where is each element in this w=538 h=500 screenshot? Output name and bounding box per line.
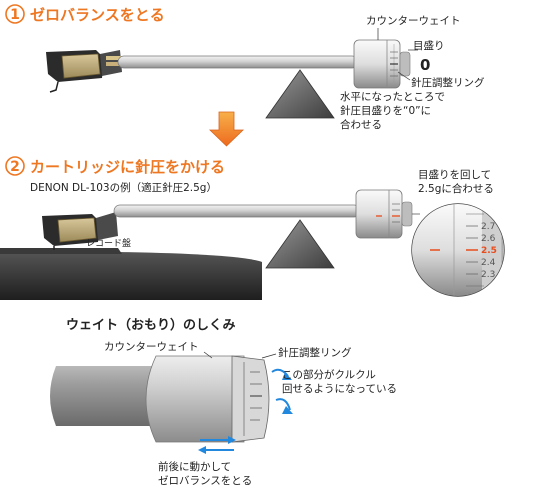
- move-arrows-icon: [198, 436, 236, 454]
- step1-pivot: [265, 69, 335, 119]
- section3-move-line2: ゼロバランスをとる: [158, 475, 252, 487]
- transition-arrow: [209, 111, 244, 147]
- scale-tick-25: 2.5: [481, 246, 497, 256]
- step2-note-line1: 目盛りを回して: [418, 168, 491, 181]
- step2-counterweight: [355, 189, 413, 239]
- scale-tick-27: 2.7: [481, 222, 495, 232]
- step2-note-line2: 2.5gに合わせる: [418, 182, 494, 195]
- scale-tick-26: 2.6: [481, 234, 496, 244]
- closeup-adjust-ring: [231, 355, 270, 443]
- step1-note-line1: 水平になったところで: [340, 91, 445, 103]
- section3-title: ウェイト（おもり）のしくみ: [66, 317, 236, 333]
- step1-ring-label: 針圧調整リング: [411, 76, 485, 89]
- section3-rotate-line1: この部分がクルクル: [282, 368, 376, 381]
- rotate-arrows-icon: [271, 368, 293, 414]
- step1-number-badge: [5, 4, 25, 24]
- step2-pivot: [265, 219, 335, 269]
- record-label: レコード盤: [86, 237, 131, 249]
- step1-counterweight-label: カウンターウェイト: [366, 15, 461, 27]
- step2-number: 2: [10, 159, 20, 175]
- step1-note-line3: 合わせる: [340, 118, 382, 131]
- scale-tick-23: 2.3: [481, 270, 495, 280]
- record-disc: [0, 252, 262, 300]
- step1-header: 1 ゼロバランスをとる: [5, 4, 165, 24]
- step2-tonearm: [0, 189, 505, 300]
- step1-title: ゼロバランスをとる: [30, 6, 165, 24]
- step1-note-line2: 針圧目盛りを“0”に: [340, 104, 431, 117]
- section3-counterweight-label: カウンターウェイト: [104, 341, 199, 353]
- step2-header: 2 カートリッジに針圧をかける DENON DL-103の例（適正針圧2.5g）: [5, 156, 225, 194]
- step2-arm-tube: [113, 204, 361, 218]
- step1-tonearm: [46, 28, 418, 119]
- section3-move-line1: 前後に動かして: [158, 460, 231, 473]
- section3-ring-label: 針圧調整リング: [278, 346, 352, 359]
- step2-cartridge: [42, 212, 118, 250]
- step1-number: 1: [10, 7, 20, 23]
- step1-counterweight: [353, 39, 411, 89]
- step2-number-badge: [5, 156, 25, 176]
- step1-arm-tube: [117, 55, 359, 69]
- section3-rotate-line2: 回せるようになっている: [282, 383, 397, 395]
- scale-magnifier: [411, 203, 505, 297]
- step1-scale-label: 目盛り: [413, 39, 445, 52]
- step2-title: カートリッジに針圧をかける: [30, 158, 225, 176]
- scale-tick-24: 2.4: [481, 258, 496, 268]
- closeup-counterweight: [50, 351, 293, 454]
- step1-scale-value: 0: [420, 56, 430, 74]
- step2-subtitle: DENON DL-103の例（適正針圧2.5g）: [30, 181, 217, 194]
- step1-cartridge: [46, 50, 122, 93]
